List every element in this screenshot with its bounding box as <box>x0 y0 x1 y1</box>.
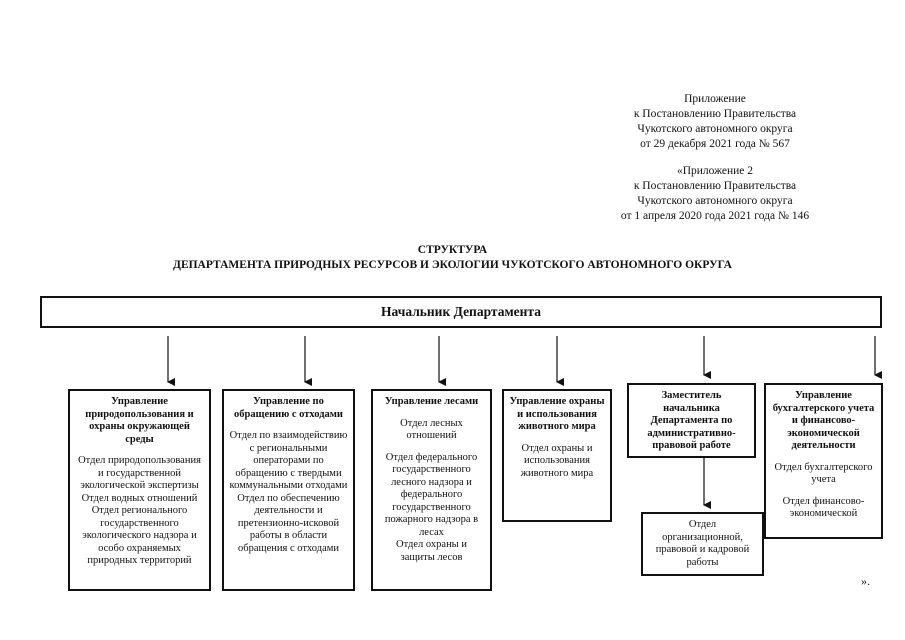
appendix-line: к Постановлению Правительства <box>633 180 797 192</box>
appendix-line: «Приложение 2 <box>676 165 754 177</box>
closing-quote: ». <box>861 574 870 588</box>
sub-unit: Отдел федерального государственного лесн… <box>384 451 479 538</box>
sub-unit: Отдел по взаимодействию с региональными … <box>229 430 348 491</box>
department-box-accounting: Управление бухгалтерского учета и финанс… <box>764 383 883 539</box>
appendix-line: Приложение <box>684 93 746 105</box>
head-label: Начальник Департамента <box>381 304 541 319</box>
appendix-note-current: Приложение к Постановлению Правительства… <box>590 92 840 152</box>
appendix-line: от 1 апреля 2020 года 2021 года № 146 <box>620 210 810 222</box>
department-box-forests: Управление лесами Отдел лесных отношений… <box>371 389 492 591</box>
sub-unit: Отдел по обеспечению деятельности и прет… <box>237 492 340 554</box>
sub-unit: Отдел водных отношений <box>81 492 198 504</box>
department-box-nature-use: Управление природопользования и охраны о… <box>68 389 211 591</box>
department-name: Заместитель начальника Департамента по а… <box>647 390 736 451</box>
document-title: СТРУКТУРА ДЕПАРТАМЕНТА ПРИРОДНЫХ РЕСУРСО… <box>0 243 905 273</box>
sub-unit: Отдел лесных отношений <box>400 417 463 442</box>
title-line-structure: СТРУКТУРА <box>417 244 488 256</box>
appendix-line: от 29 декабря 2021 года № 567 <box>640 138 790 150</box>
department-box-wildlife: Управление охраны и использования животн… <box>502 389 612 522</box>
department-name: Управление природопользования и охраны о… <box>85 396 194 445</box>
appendix-note-original: «Приложение 2 к Постановлению Правительс… <box>590 164 840 224</box>
appendix-line: Чукотского автономного округа <box>637 195 793 207</box>
department-name: Управление охраны и использования животн… <box>509 396 605 432</box>
appendix-line: к Постановлению Правительства <box>633 108 797 120</box>
appendix-line: Чукотского автономного округа <box>637 123 793 135</box>
department-name: Управление по обращению с отходами <box>234 396 343 420</box>
sub-unit: Отдел бухгалтерского учета <box>774 461 873 486</box>
sub-unit: Отдел охраны и использования животного м… <box>520 442 594 479</box>
sub-unit: Отдел регионального государственного эко… <box>82 505 197 566</box>
sub-unit: Отдел охраны и защиты лесов <box>396 539 467 563</box>
title-line-department: ДЕПАРТАМЕНТА ПРИРОДНЫХ РЕСУРСОВ И ЭКОЛОГ… <box>173 259 732 271</box>
department-name: Управление бухгалтерского учета и финанс… <box>772 390 875 451</box>
deputy-sub-unit-box: Отдел организационной, правовой и кадров… <box>641 512 764 576</box>
head-of-department-box: Начальник Департамента <box>40 296 882 328</box>
department-name: Управление лесами <box>384 396 479 407</box>
department-box-waste: Управление по обращению с отходами Отдел… <box>222 389 355 591</box>
deputy-head-box: Заместитель начальника Департамента по а… <box>627 383 756 458</box>
sub-unit: Отдел финансово-экономической <box>782 495 865 520</box>
sub-unit: Отдел природопользования и государственн… <box>78 455 201 491</box>
sub-unit: Отдел организационной, правовой и кадров… <box>655 519 750 568</box>
